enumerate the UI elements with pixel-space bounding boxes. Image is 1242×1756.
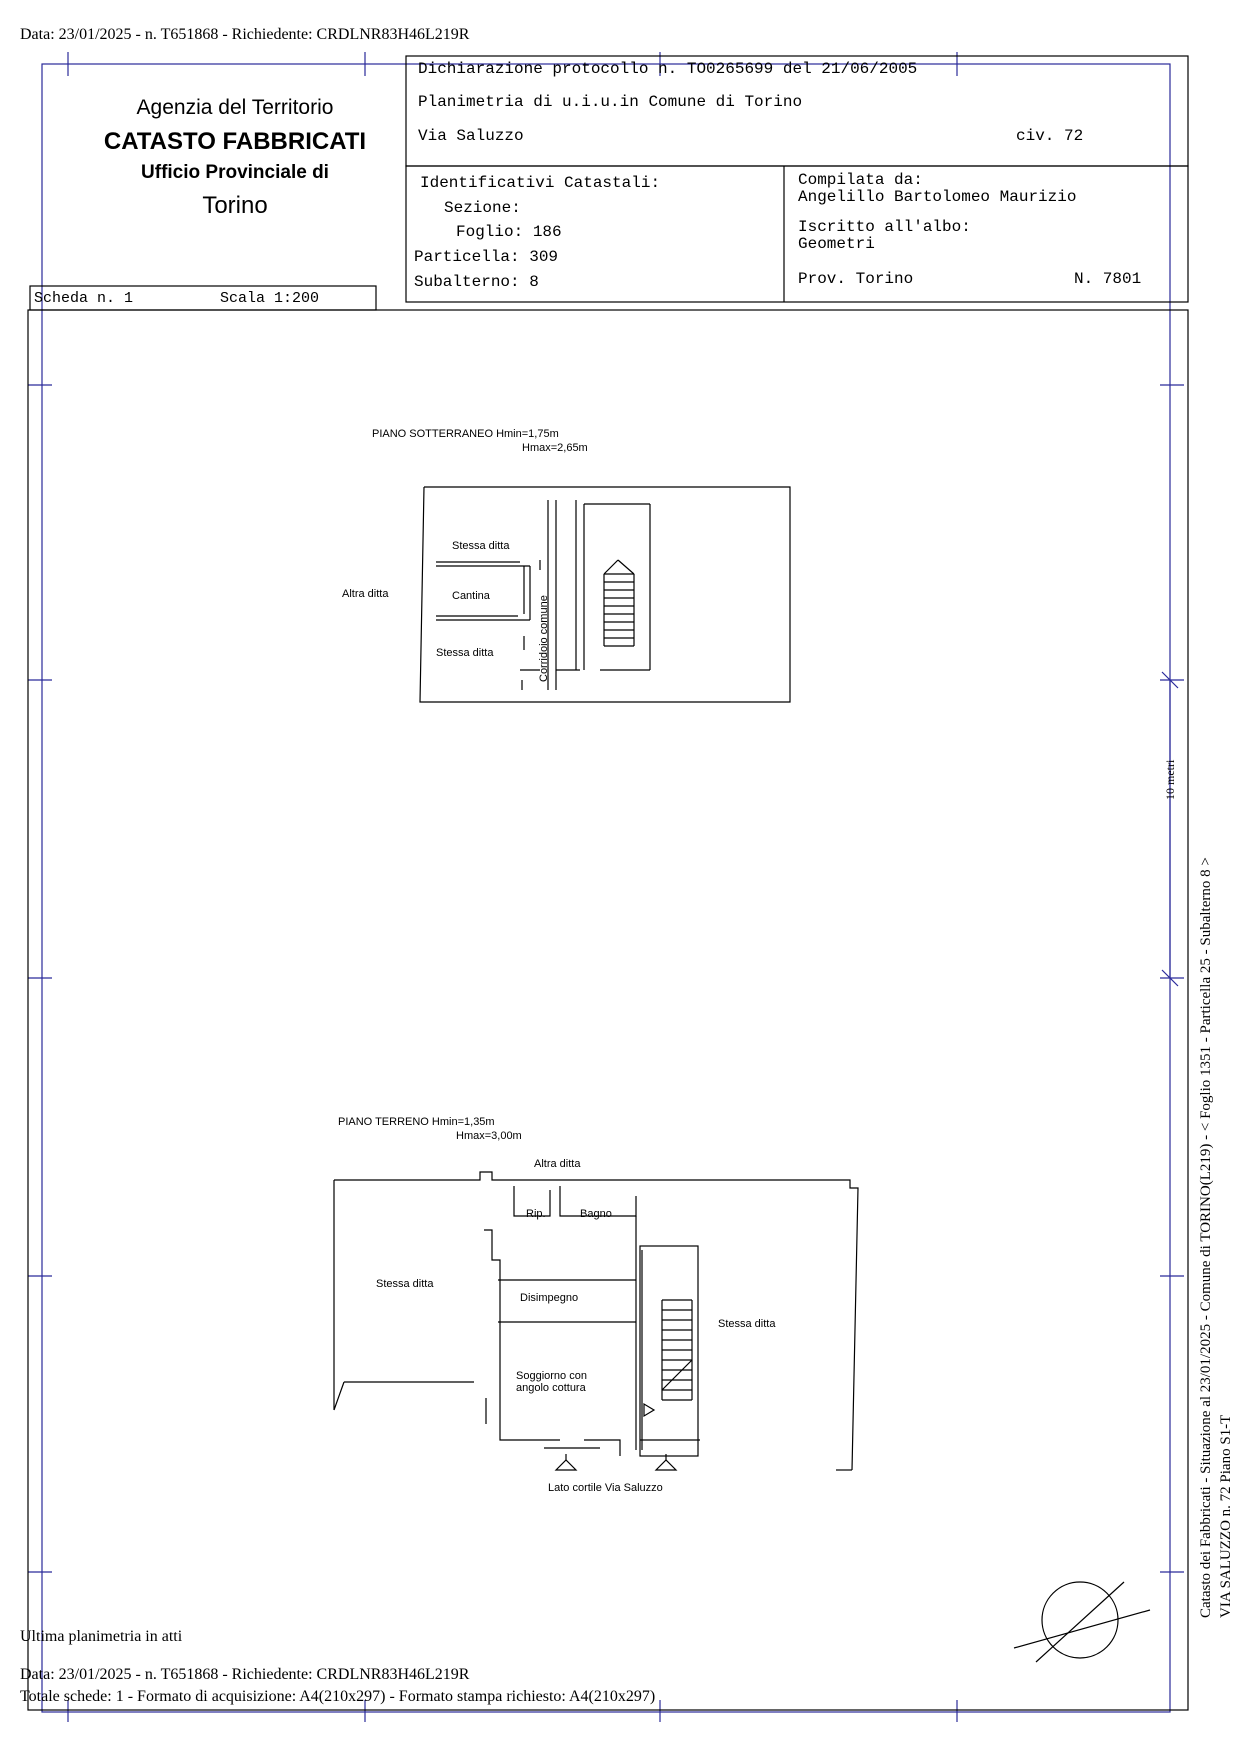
compilata-iscritto: Iscritto all'albo: bbox=[798, 218, 971, 236]
footer-ultima: Ultima planimetria in atti bbox=[20, 1628, 183, 1645]
ground-stessa-ditta-left: Stessa ditta bbox=[376, 1278, 434, 1290]
footer-data: Data: 23/01/2025 - n. T651868 - Richiede… bbox=[20, 1666, 470, 1683]
scale-bar-label: 10 metri bbox=[1163, 759, 1177, 800]
protocol-planimetria: Planimetria di u.i.u.in Comune di Torino bbox=[418, 93, 803, 111]
compilata-name: Angelillo Bartolomeo Maurizio bbox=[798, 188, 1077, 206]
ground-lato-cortile: Lato cortile Via Saluzzo bbox=[548, 1482, 663, 1494]
compilata-albo: Geometri bbox=[798, 235, 875, 253]
underground-cantina: Cantina bbox=[452, 590, 490, 602]
ground-bagno: Bagno bbox=[580, 1208, 612, 1220]
compilata-prov: Prov. Torino bbox=[798, 270, 914, 288]
compilata-numero: N. 7801 bbox=[1074, 270, 1142, 288]
underground-stessa-ditta-bottom: Stessa ditta bbox=[436, 647, 494, 659]
underground-altra-ditta: Altra ditta bbox=[342, 588, 389, 600]
ground-altra-ditta: Altra ditta bbox=[534, 1158, 581, 1170]
footer-totale: Totale schede: 1 - Formato di acquisizio… bbox=[20, 1688, 656, 1705]
underground-stessa-ditta-top: Stessa ditta bbox=[452, 540, 510, 552]
ground-plan bbox=[333, 1171, 859, 1471]
scheda-label: Scheda n. 1 bbox=[34, 290, 134, 307]
ground-title: PIANO TERRENO Hmin=1,35m bbox=[338, 1116, 495, 1128]
agency-name: Agenzia del Territorio bbox=[136, 96, 334, 119]
ground-soggiorno-2: angolo cottura bbox=[516, 1382, 586, 1394]
scheda-scala: Scala 1:200 bbox=[220, 290, 320, 307]
ground-rip: Rip. bbox=[526, 1208, 546, 1220]
protocol-via: Via Saluzzo bbox=[418, 127, 524, 145]
header-request-line: Data: 23/01/2025 - n. T651868 - Richiede… bbox=[20, 26, 470, 43]
identificativi-title: Identificativi Catastali: bbox=[420, 174, 661, 192]
agency-city: Torino bbox=[202, 192, 268, 219]
side-text-indirizzo: VIA SALUZZO n. 72 Piano S1-T bbox=[1218, 1414, 1234, 1618]
ground-hmax: Hmax=3,00m bbox=[456, 1130, 522, 1142]
identificativi-foglio: Foglio: 186 bbox=[456, 223, 562, 241]
agency-ufficio: Ufficio Provinciale di bbox=[141, 162, 329, 183]
compilata-title: Compilata da: bbox=[798, 171, 923, 189]
side-text-situazione: Catasto dei Fabbricati - Situazione al 2… bbox=[1198, 857, 1214, 1618]
north-arrow bbox=[1013, 1581, 1151, 1663]
ground-disimpegno: Disimpegno bbox=[520, 1292, 579, 1304]
identificativi-sezione: Sezione: bbox=[444, 199, 521, 217]
protocol-civico: civ. 72 bbox=[1016, 127, 1084, 145]
underground-plan bbox=[419, 486, 791, 703]
ground-stessa-ditta-right: Stessa ditta bbox=[718, 1318, 776, 1330]
protocol-declaration: Dichiarazione protocollo n. TO0265699 de… bbox=[418, 60, 918, 78]
ground-soggiorno-1: Soggiorno con bbox=[516, 1370, 587, 1382]
underground-corridoio: Corridoio comune bbox=[538, 595, 550, 682]
underground-hmax: Hmax=2,65m bbox=[522, 442, 588, 454]
agency-catasto: CATASTO FABBRICATI bbox=[103, 128, 367, 155]
underground-title: PIANO SOTTERRANEO Hmin=1,75m bbox=[372, 428, 559, 440]
identificativi-subalterno: Subalterno: 8 bbox=[414, 273, 539, 291]
identificativi-particella: Particella: 309 bbox=[414, 248, 559, 266]
